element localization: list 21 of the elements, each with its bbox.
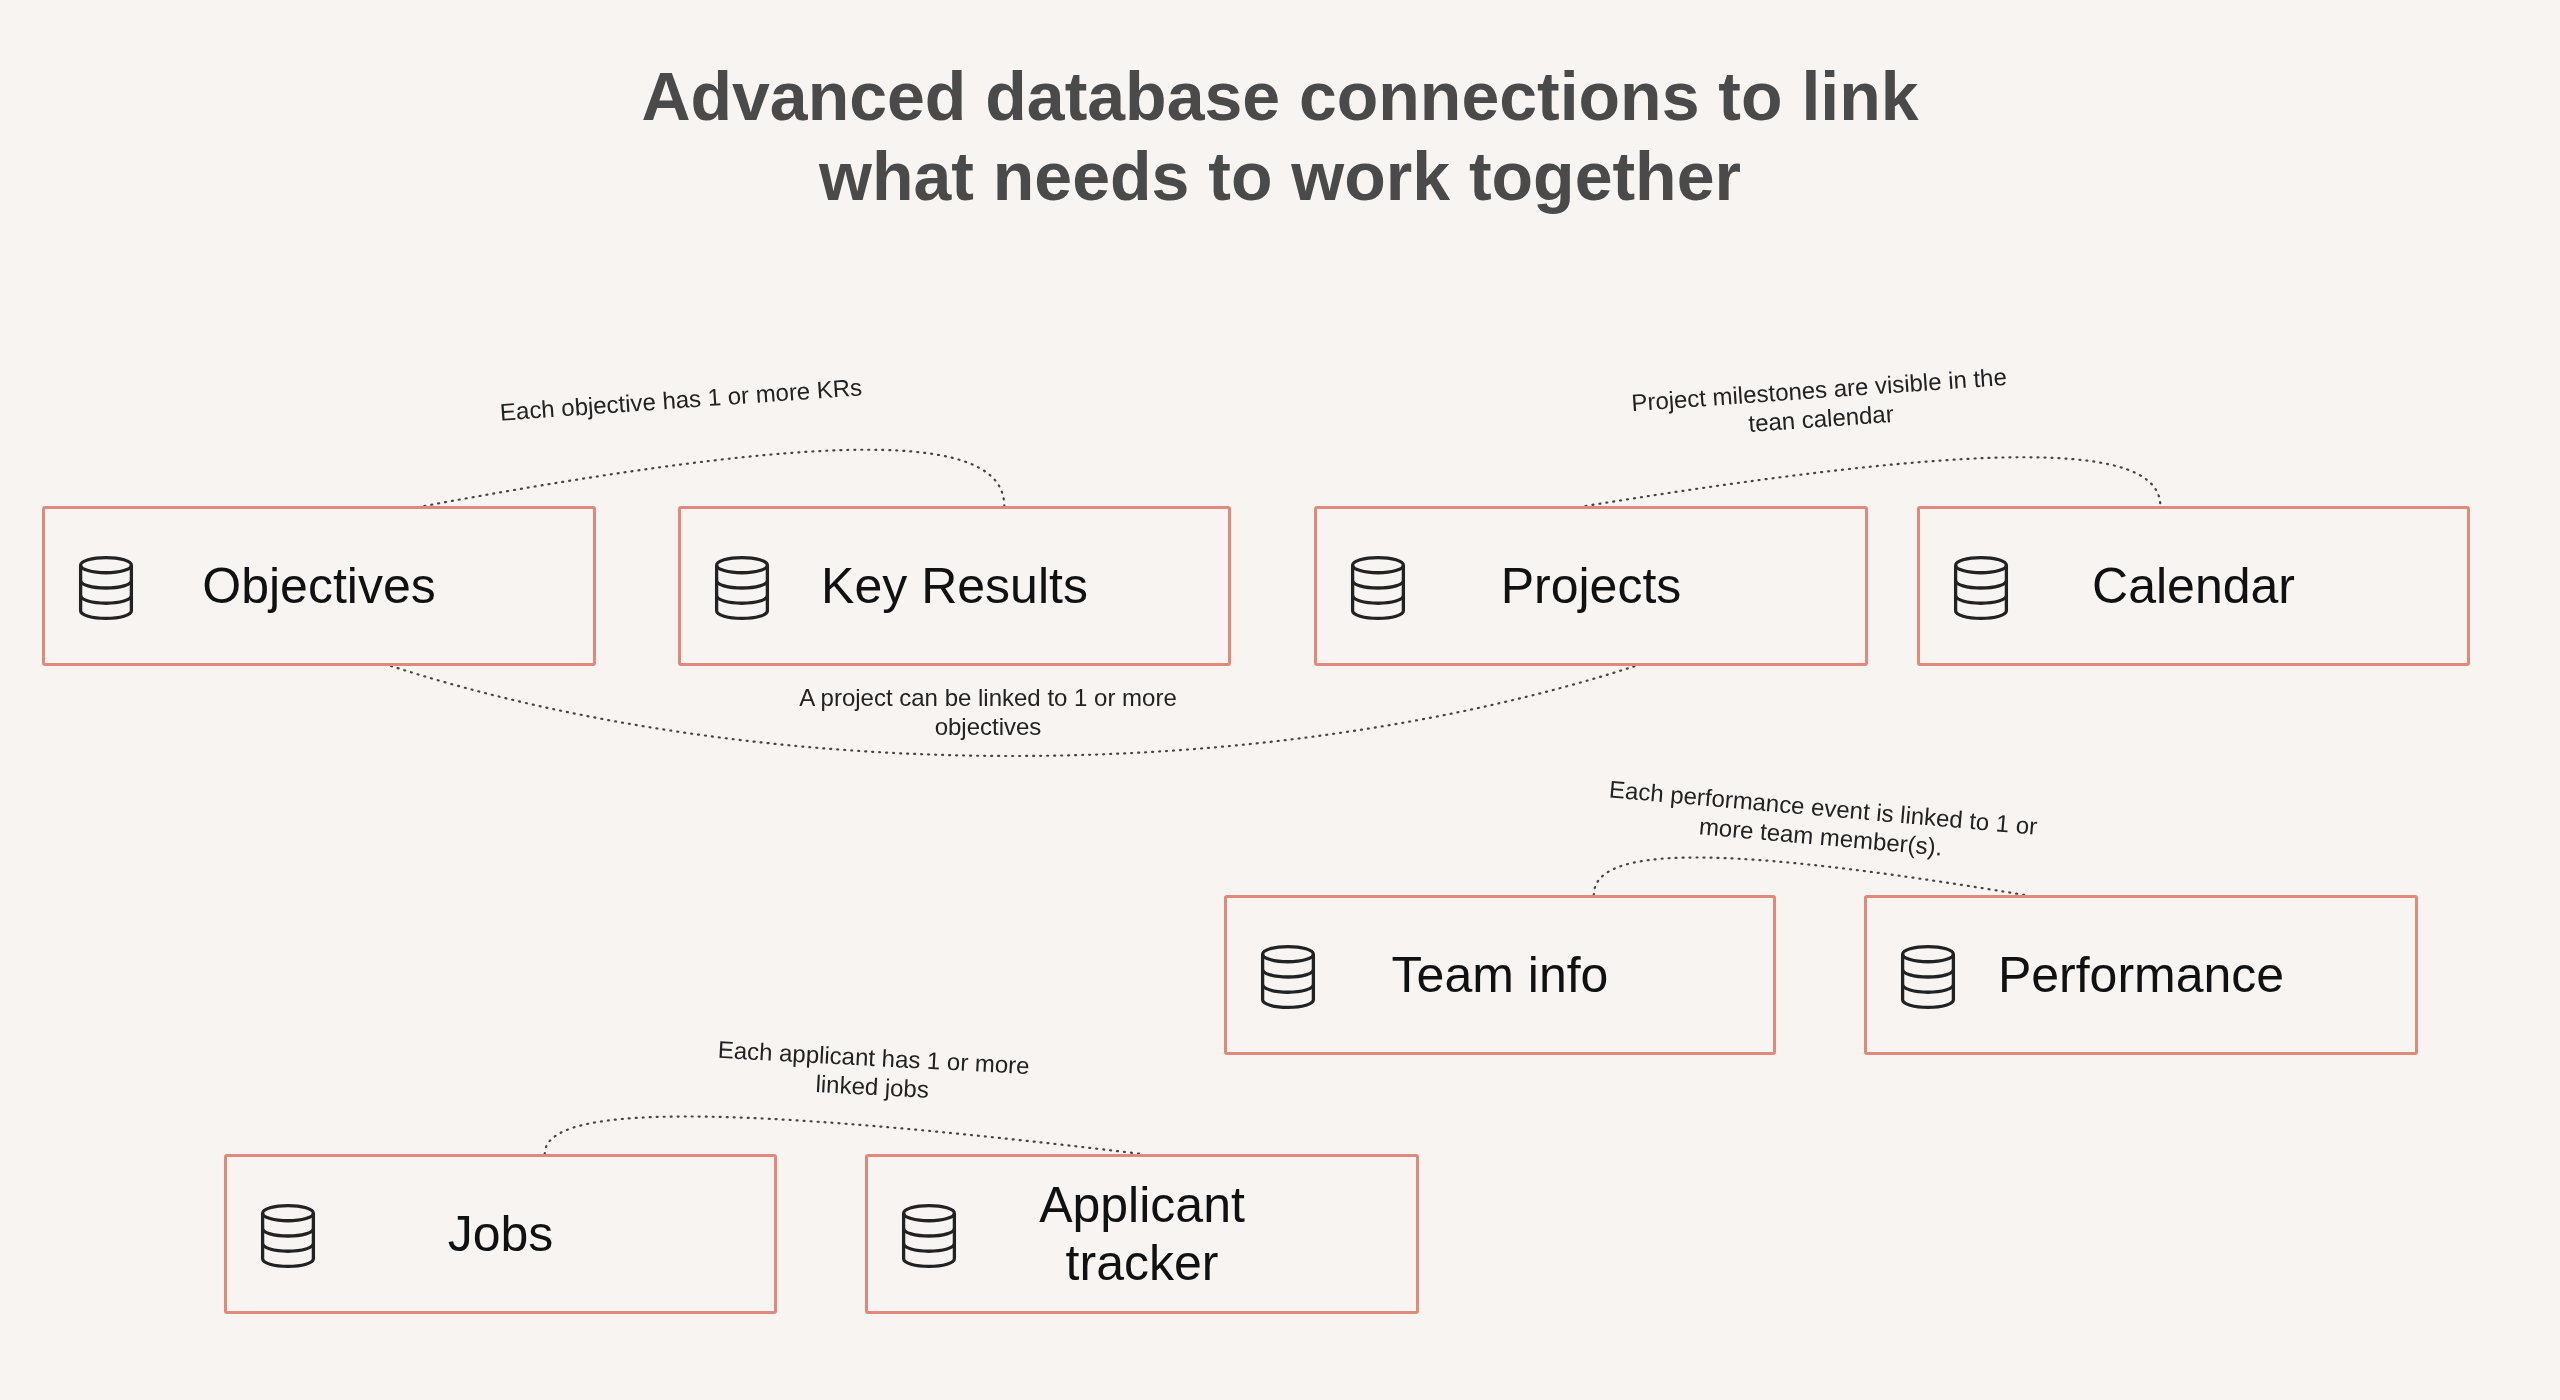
dotted-connector bbox=[389, 664, 1637, 758]
database-name: Objectives bbox=[202, 557, 436, 615]
database-box bbox=[224, 1154, 777, 1314]
database-box bbox=[678, 506, 1231, 666]
database-box bbox=[42, 506, 596, 666]
database-name: Performance bbox=[1997, 946, 2285, 1004]
title: Advanced database connections to link what needs to work together bbox=[640, 57, 1920, 216]
database-box bbox=[1864, 895, 2418, 1055]
dotted-connector bbox=[423, 448, 1006, 508]
database-name: Projects bbox=[1500, 557, 1682, 615]
database-name: Jobs bbox=[447, 1205, 554, 1263]
database-box bbox=[1224, 895, 1776, 1055]
dotted-connector bbox=[1592, 856, 2026, 897]
dotted-connector bbox=[1584, 456, 2162, 508]
database-box bbox=[1917, 506, 2470, 666]
database-box bbox=[865, 1154, 1419, 1314]
database-name: Calendar bbox=[2092, 557, 2295, 615]
database-name: Team info bbox=[1391, 946, 1609, 1004]
database-name: Applicant tracker bbox=[1038, 1176, 1246, 1292]
database-box bbox=[1314, 506, 1868, 666]
database-name: Key Results bbox=[821, 557, 1088, 615]
